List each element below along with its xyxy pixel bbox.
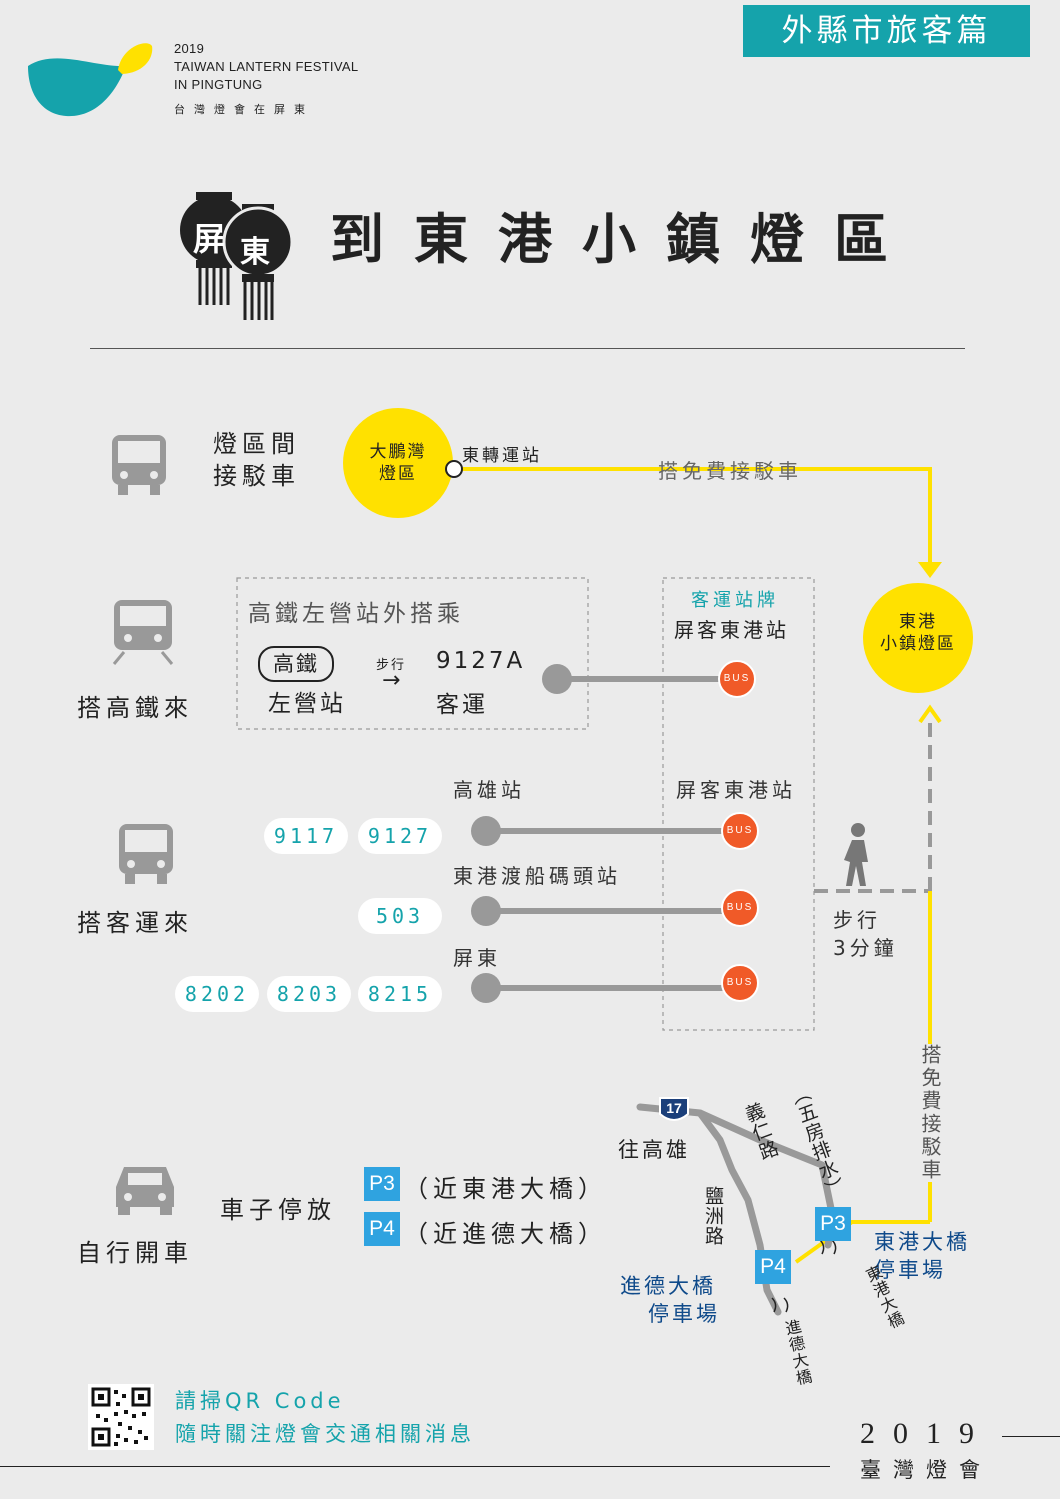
destination-line2: 小鎮燈區 — [880, 634, 956, 654]
p4-description: （近進德大橋） — [404, 1220, 607, 1248]
logo-name: TAIWAN LANTERN FESTIVAL — [174, 59, 359, 74]
walk-arrow — [918, 704, 942, 724]
festival-logo — [28, 43, 153, 117]
parking-connector — [794, 1220, 930, 1264]
p4-name-line1: 進德大橋 — [620, 1274, 716, 1298]
map-p3-badge: P3 — [815, 1207, 851, 1241]
bus-stop-box — [662, 577, 815, 1031]
road-yanzhou-label: 鹽洲路 — [702, 1186, 724, 1246]
bus-number-8203: 8203 — [267, 976, 351, 1012]
route-from-kaohsiung: 高雄站 — [453, 778, 525, 802]
hsr-label: 搭高鐵來 — [77, 694, 193, 722]
coach-bus-icon — [119, 824, 173, 884]
arrow-right-icon: → — [382, 668, 401, 693]
shuttle-bus-icon — [112, 435, 166, 495]
logo-place: IN PINGTUNG — [174, 77, 263, 92]
bridge-marks — [771, 1239, 837, 1313]
walk-label: 步行 — [833, 908, 881, 932]
route-from-pingtung: 屏東 — [453, 946, 501, 970]
bus-label: 搭客運來 — [77, 909, 193, 937]
bus-number-9127: 9127 — [358, 818, 442, 854]
hsr-box-title: 高鐵左營站外搭乘 — [248, 601, 464, 627]
p4-name-line2: 停車場 — [648, 1302, 720, 1326]
bus-number-8215: 8215 — [358, 976, 442, 1012]
map-p4-badge: P4 — [755, 1250, 791, 1284]
vertical-route-label: 搭免費接駁車 — [916, 1044, 945, 1182]
parking-label: 車子停放 — [220, 1196, 336, 1224]
transfer-station-label: 東轉運站 — [462, 446, 542, 466]
logo-year: 2019 — [174, 41, 205, 56]
footer-event: 臺灣燈會 — [860, 1458, 992, 1482]
car-label: 自行開車 — [77, 1239, 193, 1267]
footer-year: 2019 — [860, 1417, 992, 1450]
car-icon — [116, 1167, 174, 1215]
donggang-circle — [863, 583, 973, 693]
bus-stop-title: 客運站牌 — [691, 590, 779, 611]
lantern-char-left: 屏 — [193, 220, 226, 258]
hsr-bus-type: 客運 — [436, 692, 488, 718]
walk-time: 3分鐘 — [833, 936, 898, 960]
page-title: 到東港小鎮燈區 — [330, 208, 918, 271]
bus-number-9117: 9117 — [264, 818, 348, 854]
qr-instruction: 請掃QR Code — [175, 1389, 345, 1413]
bus-stop-name-top: 屏客東港站 — [674, 618, 789, 642]
bus-number-503: 503 — [358, 898, 442, 934]
category-tag: 外縣市旅客篇 — [743, 5, 1030, 57]
highway-number: 17 — [666, 1100, 682, 1116]
p3-name-line2: 停車場 — [874, 1258, 946, 1282]
footer-line — [0, 1466, 830, 1467]
p3-description: （近東港大橋） — [404, 1175, 607, 1203]
hsr-bus-number: 9127A — [436, 648, 526, 674]
p4-badge: P4 — [364, 1212, 400, 1246]
shuttle-arrow — [918, 562, 942, 578]
hsr-station: 左營站 — [268, 691, 346, 717]
dapeng-bay-name: 大鵬灣 — [369, 442, 427, 462]
route-from-pier: 東港渡船碼頭站 — [453, 864, 621, 888]
walk-small-label: 步行 — [376, 658, 407, 673]
p3-name-line1: 東港大橋 — [874, 1230, 970, 1254]
shuttle-route-line — [454, 467, 932, 566]
logo-chinese: 台灣燈會在屏東 — [174, 104, 314, 116]
dapeng-bay-circle — [343, 408, 453, 518]
destination-line1: 東港 — [899, 612, 937, 632]
bus-number-8202: 8202 — [175, 976, 259, 1012]
title-divider — [90, 348, 965, 349]
p3-badge: P3 — [364, 1167, 400, 1201]
dapeng-bay-area: 燈區 — [379, 464, 417, 484]
bus-stop-icon-2: BUS — [721, 812, 759, 850]
to-kaohsiung-label: 往高雄 — [618, 1138, 690, 1162]
shuttle-label-1: 燈區間 — [213, 430, 300, 458]
shuttle-label-2: 接駁車 — [213, 462, 300, 490]
hsr-train-icon — [112, 600, 174, 665]
qr-code-icon — [88, 1384, 154, 1450]
walking-person-icon — [844, 823, 868, 886]
transfer-station-dot — [445, 460, 463, 478]
lantern-char-right: 東 — [240, 235, 270, 270]
bus-stop-icon-1: BUS — [718, 660, 756, 698]
bus-stop-icon-4: BUS — [721, 964, 759, 1002]
grey-route-lines — [471, 664, 737, 1003]
footer-line-right — [1002, 1436, 1060, 1437]
hsr-box — [236, 577, 589, 730]
highway-shield — [659, 1097, 689, 1121]
hsr-badge: 高鐵 — [258, 646, 334, 682]
lantern-icon — [180, 192, 294, 320]
qr-subtext: 隨時關注燈會交通相關消息 — [175, 1422, 475, 1446]
free-shuttle-label: 搭免費接駁車 — [658, 459, 802, 483]
bus-stop-icon-3: BUS — [721, 889, 759, 927]
bus-stop-name: 屏客東港站 — [676, 778, 796, 802]
